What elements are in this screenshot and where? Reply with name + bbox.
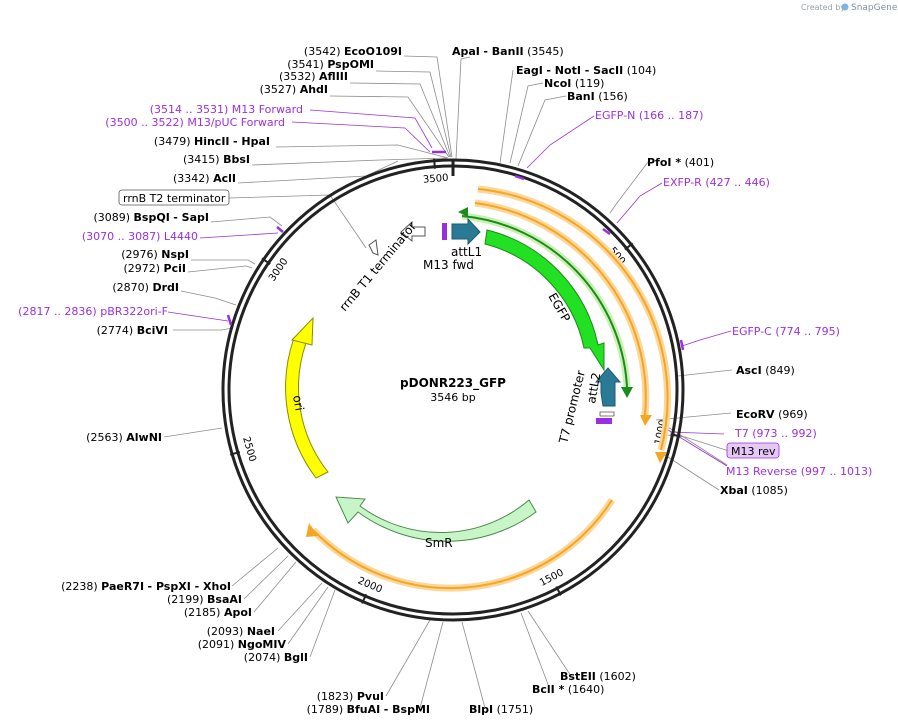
primer-t7: T7 (973 .. 992) <box>734 427 817 440</box>
site-apai: ApaI - BanII (3545) <box>452 45 564 58</box>
site-ahdi: (3527) AhdI <box>260 83 328 96</box>
smr-feature <box>335 496 537 542</box>
primer-l4440: (3070 .. 3087) L4440 <box>82 230 198 243</box>
orf-arcs <box>310 185 671 592</box>
site-hincii: (3479) HincII - HpaI <box>154 135 270 148</box>
site-pspomi: (3541) PspOMI <box>287 58 374 71</box>
primer-m13-reverse: M13 Reverse (997 .. 1013) <box>726 465 872 478</box>
restriction-sites: (3542) EcoO109I (3541) PspOMI (3532) Afl… <box>61 45 808 716</box>
attL2-label: attL2 <box>584 371 603 404</box>
site-bcivi: (2774) BciVI <box>97 324 168 337</box>
m13rev-label: M13 rev <box>731 445 776 458</box>
site-bsaai: (2199) BsaAI <box>167 593 242 606</box>
site-ncoi: NcoI (119) <box>544 77 604 90</box>
primer-mark-l4440 <box>276 226 284 233</box>
site-acli: (3342) AclI <box>173 172 236 185</box>
site-bgli: (2074) BglI <box>244 651 308 664</box>
plasmid-size: 3546 bp <box>430 391 475 404</box>
orf-arrowhead-4 <box>306 523 318 537</box>
attL1-feature <box>451 217 481 246</box>
tick-2500 <box>229 450 241 456</box>
site-asci: AscI (849) <box>736 364 795 377</box>
primer-m13-puc-forward: (3500 .. 3522) M13/pUC Forward <box>105 116 285 129</box>
attL1-label: attL1 <box>451 245 482 259</box>
site-pcii: (2972) PciI <box>123 262 186 275</box>
primer-mark-egfp-c <box>679 339 685 351</box>
m13fwd-feature <box>442 223 447 240</box>
site-paer7i: (2238) PaeR7I - PspXI - XhoI <box>61 580 231 593</box>
attL2-feature <box>594 367 622 407</box>
credit-brand: SnapGene <box>851 3 898 13</box>
m13fwd-label: M13 fwd <box>423 258 474 272</box>
rrnbT1-label: rrnB T1 terminator <box>337 219 420 314</box>
site-pvui: (1823) PvuI <box>317 690 384 703</box>
t7promoter-label: T7 promoter <box>556 369 588 446</box>
plasmid-name: pDONR223_GFP <box>400 376 506 391</box>
primer-m13-forward: (3514 .. 3531) M13 Forward <box>150 103 303 116</box>
primer-pbr322ori-f: (2817 .. 2836) pBR322ori-F <box>18 305 168 318</box>
site-drdi: (2870) DrdI <box>112 281 179 294</box>
site-bsteii: BstEII (1602) <box>560 670 636 683</box>
site-afliii: (3532) AflIII <box>279 70 348 83</box>
tick-label-3500: 3500 <box>423 173 449 186</box>
snapgene-logo-icon <box>841 3 849 11</box>
m13rev-feature <box>599 411 615 417</box>
site-alwni: (2563) AlwNI <box>86 431 162 444</box>
site-ecoo109i: (3542) EcoO109I <box>304 45 402 58</box>
egfp-arrowhead-in <box>458 207 468 217</box>
primer-egfp-c: EGFP-C (774 .. 795) <box>732 325 840 338</box>
site-eagi: EagI - NotI - SacII (104) <box>516 64 656 77</box>
primer-egfp-n: EGFP-N (166 .. 187) <box>595 109 703 122</box>
site-ecorv: EcoRV (969) <box>736 408 808 421</box>
site-bbsi: (3415) BbsI <box>183 153 250 166</box>
m13rev-box <box>726 442 780 459</box>
ori-label: ori <box>290 394 306 412</box>
egfp-feature <box>484 229 605 372</box>
credit-prefix: Created by <box>801 3 845 12</box>
primer-mark-egfp-n <box>514 174 525 181</box>
ori-arrowhead <box>291 316 314 346</box>
site-xbai: XbaI (1085) <box>720 484 788 497</box>
rrnbT2-box <box>118 189 230 206</box>
site-pfoi: PfoI * (401) <box>647 156 714 169</box>
site-apoi: (2185) ApoI <box>184 606 252 619</box>
orf-arrowhead-3 <box>621 387 633 398</box>
site-bani: BanI (156) <box>567 90 628 103</box>
site-nspi: (2976) NspI <box>121 248 189 261</box>
rrnbT2-label: rrnB T2 terminator <box>123 192 226 205</box>
orf-arrowhead-1 <box>655 452 667 463</box>
primer-labels: (3514 .. 3531) M13 Forward (3500 .. 3522… <box>18 103 872 478</box>
site-bcli: BclI * (1640) <box>532 683 604 696</box>
rrnb-t2-arrow <box>368 239 379 256</box>
smr-label: SmR <box>425 536 453 550</box>
site-ngomiv: (2091) NgoMIV <box>198 638 287 651</box>
site-bfuai: (1789) BfuAI - BspMI <box>307 703 430 716</box>
site-naei: (2093) NaeI <box>207 625 275 638</box>
primer-exfp-r: EXFP-R (427 .. 446) <box>663 176 770 189</box>
tick-500 <box>624 242 634 251</box>
site-blpi: BlpI (1751) <box>469 703 533 716</box>
tick-3000 <box>261 257 271 265</box>
tick-label-2500: 2500 <box>240 436 258 464</box>
site-bspqi: (3089) BspQI - SapI <box>93 211 209 224</box>
orf-arrowhead-2 <box>640 415 652 426</box>
tick-3500 <box>433 158 436 169</box>
tick-2000 <box>361 593 368 604</box>
t7promoter-feature <box>596 418 612 424</box>
rrnb-t1-arrow <box>400 220 426 243</box>
primer-mark-pbr322 <box>226 314 233 326</box>
primer-leaders <box>167 109 732 467</box>
leader-lines <box>163 55 733 709</box>
tick-1000 <box>670 433 681 438</box>
tick-1500 <box>555 586 562 596</box>
ori-feature <box>285 329 329 479</box>
primer-mark-exfp-r <box>602 227 611 236</box>
